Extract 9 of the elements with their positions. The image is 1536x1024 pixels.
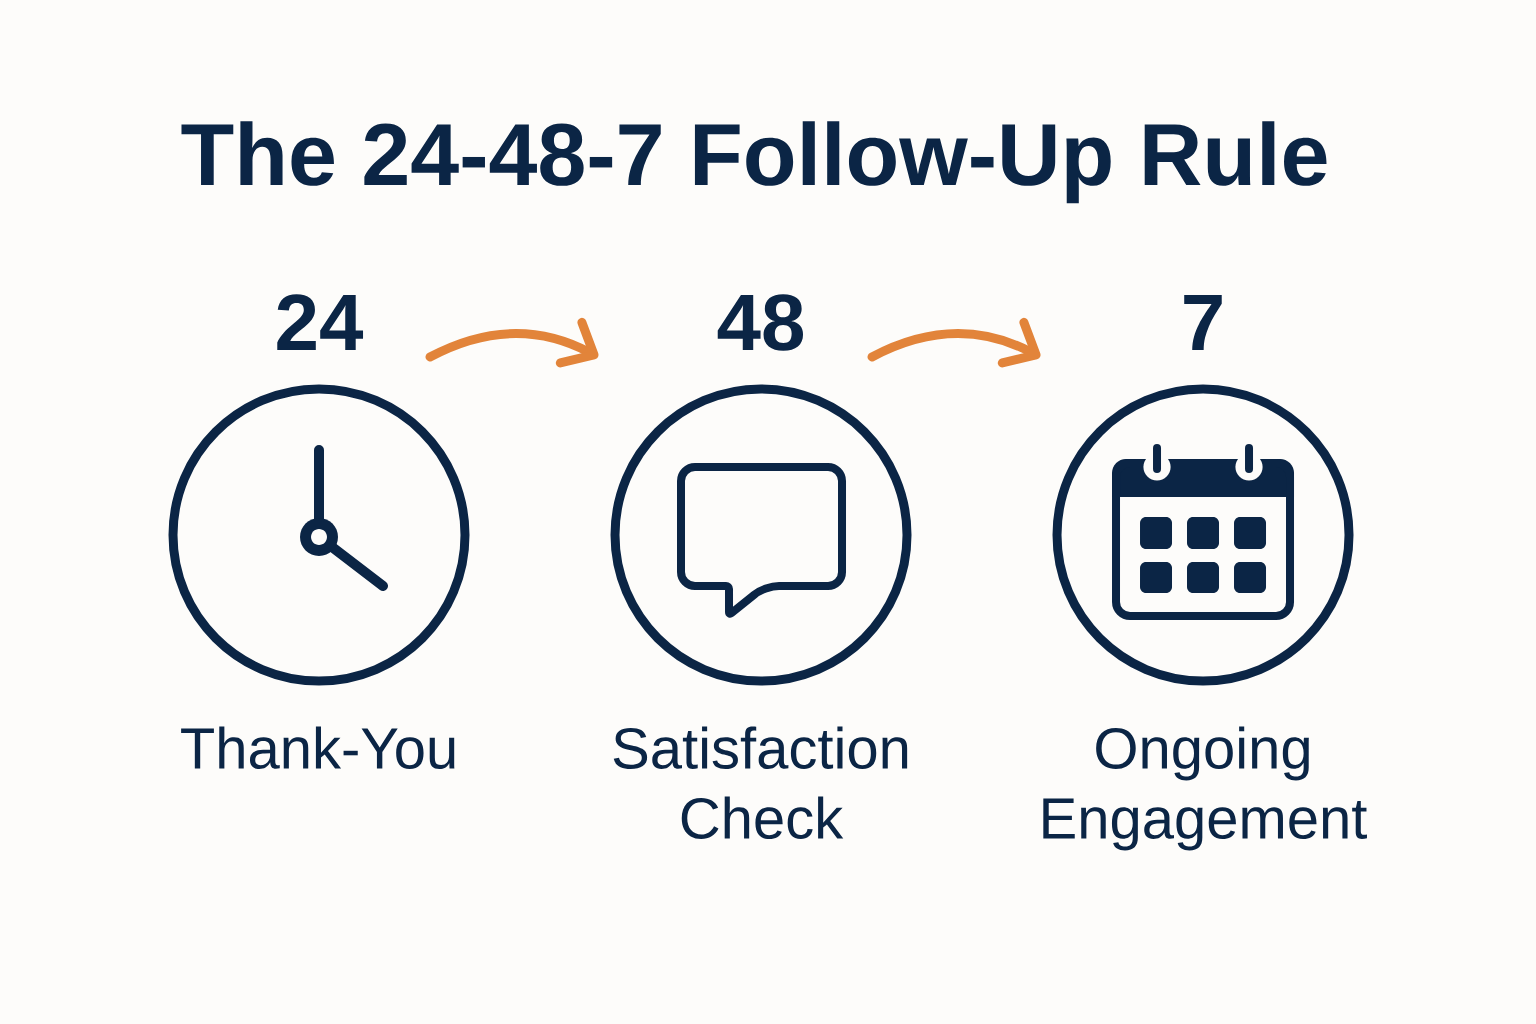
step-number: 24	[277, 294, 364, 350]
step-number: 7	[1184, 295, 1222, 350]
arrow	[867, 317, 1041, 368]
step-label: Satisfaction Check	[613, 726, 908, 839]
step-label: Thank-You	[181, 726, 455, 769]
arrow	[425, 317, 599, 368]
step-label: Ongoing Engagement	[1043, 726, 1367, 851]
title: The 24-48-7 Follow-Up Rule	[181, 121, 1327, 204]
step-number: 48	[717, 294, 804, 351]
